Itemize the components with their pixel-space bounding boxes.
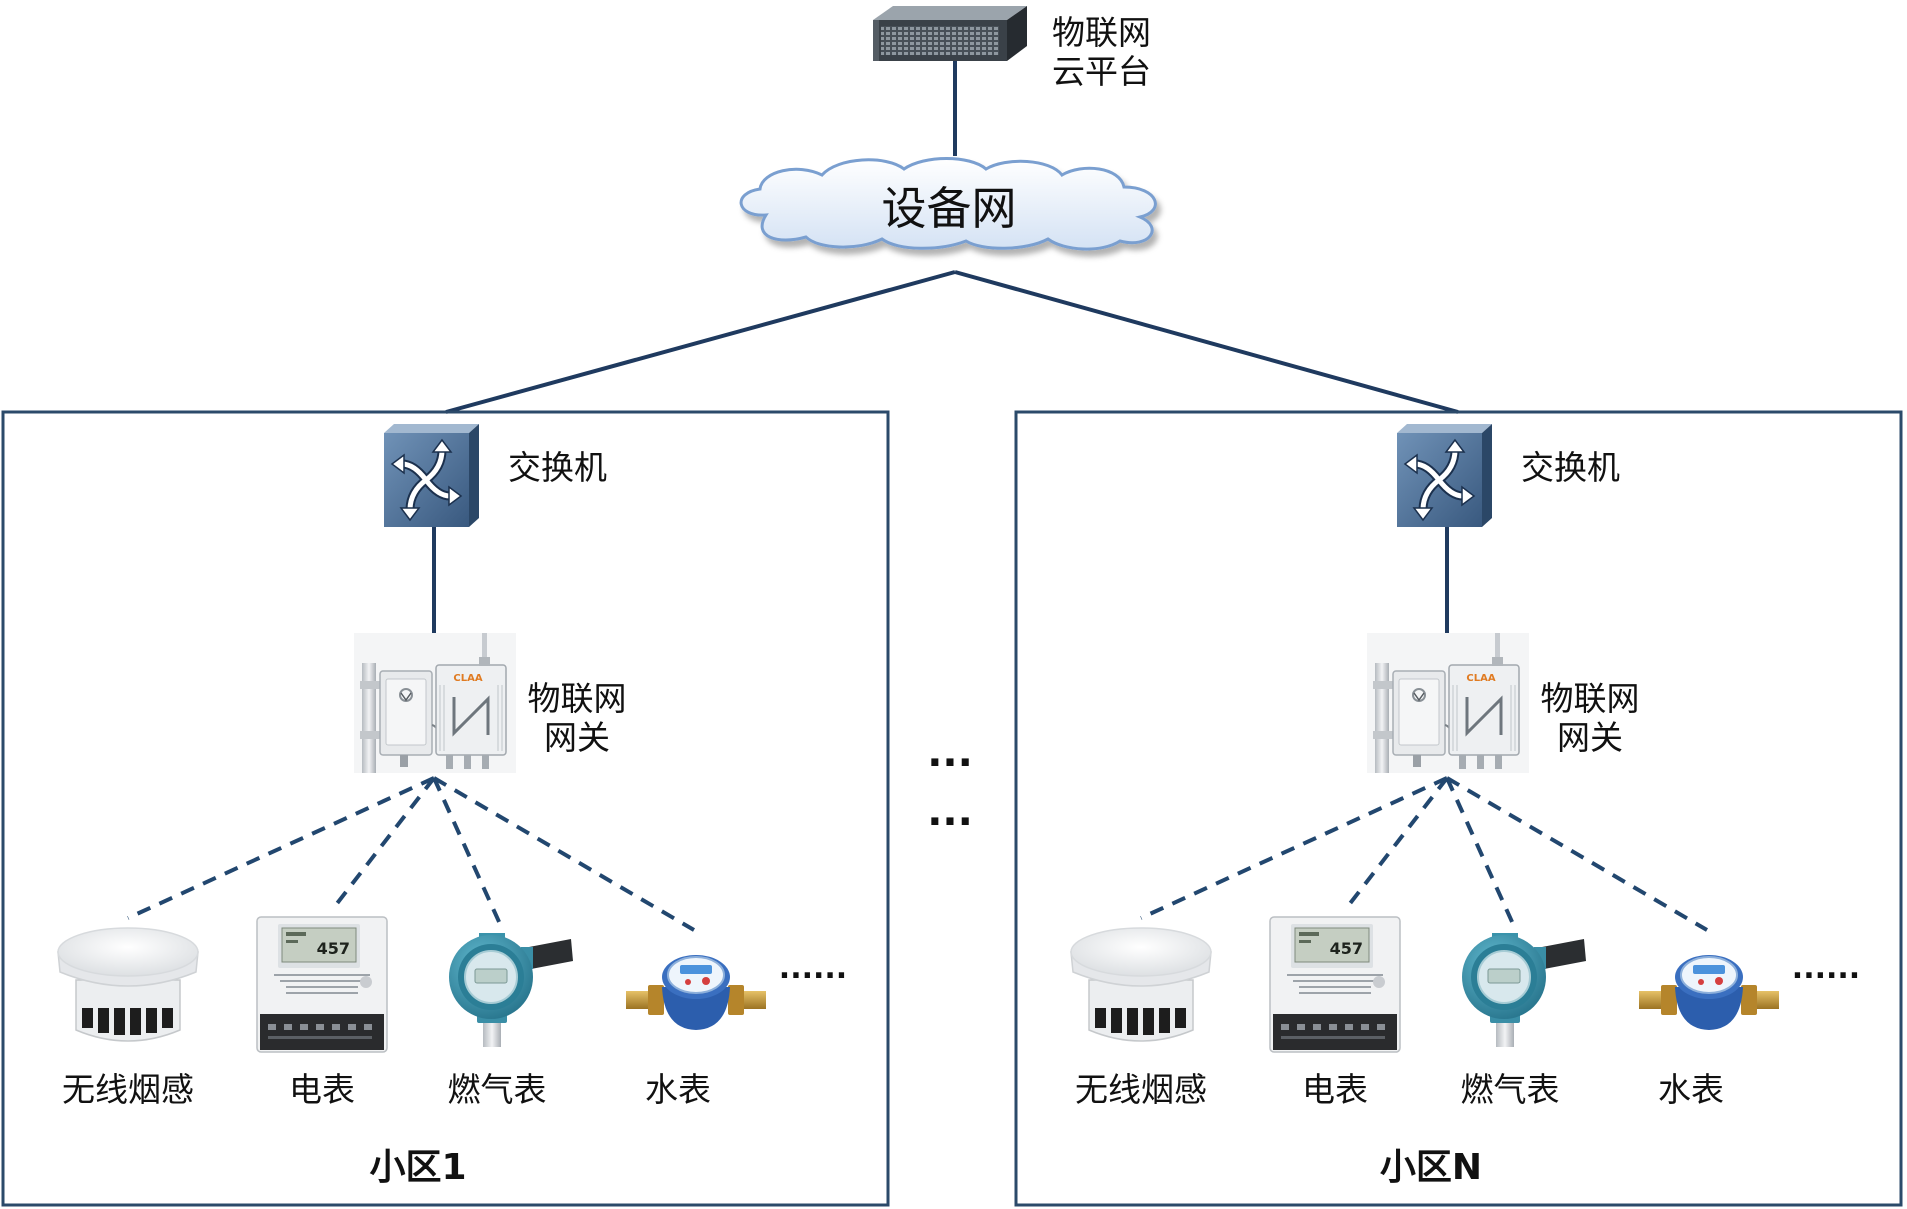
cloud-platform-label-line2: 云平台 [1052,52,1151,91]
wireless-link-electric-meter [1343,776,1449,912]
wireless-links [127,776,696,932]
wireless-link-water-meter [432,776,696,932]
network-zonen-link [954,270,1459,414]
switch-label: 交换机 [508,448,607,487]
water-meter-label: 水表 [645,1070,711,1109]
switch-icon [384,424,479,527]
zone-1: 交换机 CLAA 物联网 网关 457 ...... 无线烟感 电表 燃气表 水… [1,410,890,1207]
server-icon [873,6,1027,61]
zone-n: 交换机 CLAA 物联网 网关 457 ...... 无线烟感 电表 燃气表 水… [1014,410,1903,1207]
gateway-label-line2: 网关 [1557,718,1623,757]
iot-gateway-icon [354,633,516,773]
between-zones-ellipsis-2: ... [927,789,973,835]
gateway-label-line2: 网关 [544,718,610,757]
network-zone1-link [445,270,956,414]
gas-meter-label: 燃气表 [448,1070,547,1109]
gas-meter-icon [1461,933,1586,1047]
electric-meter-label: 电表 [1302,1070,1368,1109]
smoke-detector-label: 无线烟感 [62,1070,194,1109]
zone-name: 小区N [1380,1147,1482,1188]
smoke-detector-icon [1070,927,1212,1042]
gateway-label-line1: 物联网 [528,679,627,718]
wireless-link-smoke-detector [127,776,435,920]
electric-meter-icon [256,916,388,1053]
device-network-label: 设备网 [881,182,1016,235]
cloud-platform-label-line1: 物联网 [1052,13,1151,52]
gateway-logo: CLAA [1466,673,1495,684]
zone-boundary [1014,410,1903,1207]
wireless-link-gas-meter [1445,777,1515,925]
electric-meter-icon [1269,916,1401,1053]
wireless-link-electric-meter [330,776,436,912]
electric-meter-reading: 457 [317,939,350,958]
zone-name: 小区1 [369,1147,466,1188]
between-zones-ellipsis-1: ... [927,730,973,776]
wireless-link-gas-meter [432,777,502,925]
device-network: 设备网 [739,157,1157,251]
wireless-link-smoke-detector [1140,776,1448,920]
more-devices-ellipsis: ...... [1792,951,1860,986]
gas-meter-label: 燃气表 [1461,1070,1560,1109]
zone-boundary [1,410,890,1207]
wireless-link-water-meter [1445,776,1709,932]
switch-icon [1397,424,1492,527]
water-meter-icon [1639,954,1779,1031]
wireless-links [1140,776,1709,932]
gateway-logo: CLAA [453,673,482,684]
more-devices-ellipsis: ...... [779,951,847,986]
smoke-detector-icon [57,927,199,1042]
iot-gateway-icon [1367,633,1529,773]
electric-meter-label: 电表 [289,1070,355,1109]
gateway-label-line1: 物联网 [1541,679,1640,718]
water-meter-label: 水表 [1658,1070,1724,1109]
water-meter-icon [626,954,766,1031]
switch-label: 交换机 [1521,448,1620,487]
gas-meter-icon [448,933,573,1047]
smoke-detector-label: 无线烟感 [1075,1070,1207,1109]
electric-meter-reading: 457 [1330,939,1363,958]
cloud-icon [739,157,1157,251]
